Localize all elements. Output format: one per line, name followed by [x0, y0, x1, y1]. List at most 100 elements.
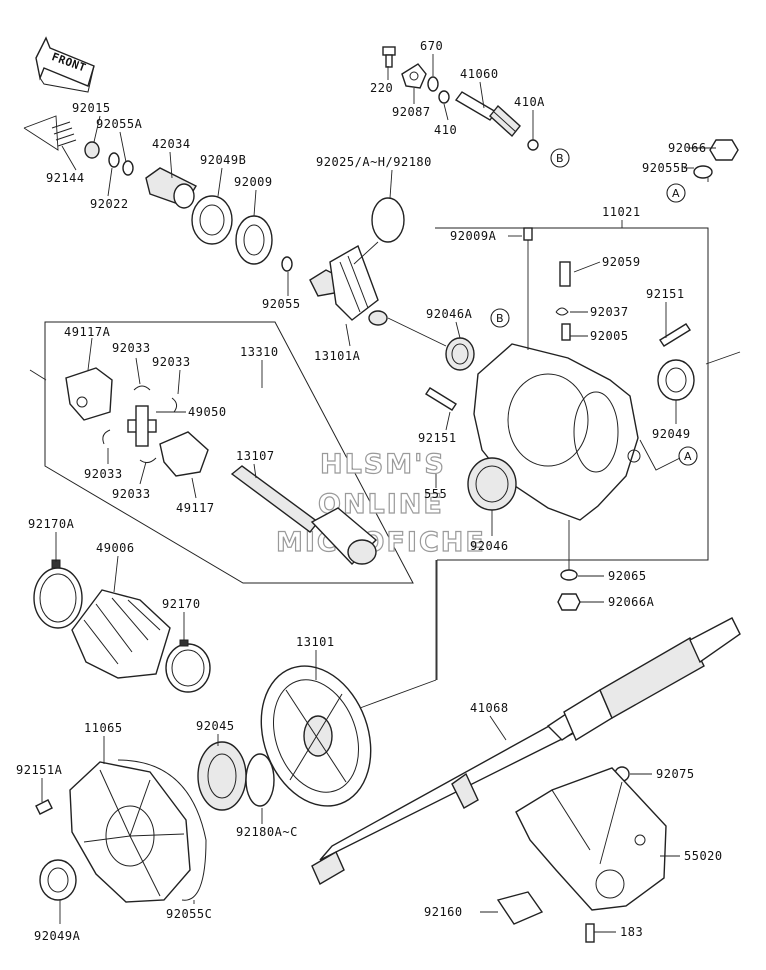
ref-a-top-text: A	[672, 187, 680, 200]
part-92055B-oring	[693, 165, 713, 179]
label-13310: 13310	[240, 345, 279, 359]
label-92037: 92037	[590, 305, 629, 319]
part-92055A-oring	[122, 160, 134, 176]
part-92009A-bolt	[523, 227, 533, 241]
part-220-bolt	[382, 46, 396, 68]
label-92055B: 92055B	[642, 161, 688, 175]
label-92170A: 92170A	[28, 517, 75, 531]
part-labels: 670 220 92087 410 41060 410A 92015 92055…	[16, 39, 722, 943]
part-92170A-clamp	[33, 559, 83, 629]
part-42034-coupling	[145, 167, 197, 209]
part-92049A-seal	[39, 859, 77, 901]
part-92037-clip	[555, 307, 569, 316]
ref-circle-b-case	[490, 308, 510, 328]
label-92066: 92066	[668, 141, 707, 155]
label-220: 220	[370, 81, 393, 95]
label-670: 670	[420, 39, 443, 53]
label-41060: 41060	[460, 67, 499, 81]
label-92033-d: 92033	[112, 487, 151, 501]
part-92045-bearing	[197, 741, 247, 811]
shaft-assembly-frame	[44, 321, 414, 584]
label-555: 555	[424, 487, 447, 501]
label-92046A: 92046A	[426, 307, 473, 321]
part-92151-stud-right	[659, 323, 691, 347]
label-92049: 92049	[652, 427, 691, 441]
part-92160-block	[496, 891, 544, 925]
part-92009-seal	[235, 215, 273, 265]
label-92075: 92075	[656, 767, 695, 781]
label-92066A: 92066A	[608, 595, 655, 609]
label-49117: 49117	[176, 501, 215, 515]
label-92055: 92055	[262, 297, 301, 311]
part-92170-clamp	[165, 639, 211, 693]
label-49117A: 49117A	[64, 325, 111, 339]
part-41068-drive-shaft	[311, 617, 741, 885]
label-92180A: 92180A~C	[236, 825, 298, 839]
label-183: 183	[620, 925, 643, 939]
part-92059-pin	[559, 261, 571, 287]
label-92055A: 92055A	[96, 117, 143, 131]
part-92087-bracket	[401, 63, 427, 89]
label-92022: 92022	[90, 197, 129, 211]
label-42034: 42034	[152, 137, 191, 151]
part-92025-shim	[371, 197, 405, 243]
part-13101A-pinion-gear	[309, 244, 388, 326]
label-92170: 92170	[162, 597, 201, 611]
leader-lines	[23, 54, 741, 933]
label-92033-a: 92033	[112, 341, 151, 355]
part-92033-clip-b	[171, 397, 178, 413]
label-92065: 92065	[608, 569, 647, 583]
part-92046A-bearing	[445, 337, 475, 371]
label-41068: 41068	[470, 701, 509, 715]
label-92009A: 92009A	[450, 229, 497, 243]
part-92055C-oring	[117, 759, 207, 901]
part-41060-shaft	[454, 91, 521, 138]
part-92005-fitting	[561, 323, 571, 341]
part-410A-washer	[527, 139, 539, 151]
part-92033-clip-a	[133, 385, 151, 391]
pump-case-frame	[435, 227, 709, 561]
label-92151-right: 92151	[646, 287, 685, 301]
label-92049A: 92049A	[34, 929, 81, 943]
label-92045: 92045	[196, 719, 235, 733]
label-13101A: 13101A	[314, 349, 361, 363]
label-49050: 49050	[188, 405, 227, 419]
part-92049-seal-right	[657, 359, 695, 401]
part-13101-ring-gear	[260, 665, 372, 807]
label-92160: 92160	[424, 905, 463, 919]
label-11021: 11021	[602, 205, 641, 219]
part-49006-boot	[71, 589, 171, 679]
label-92087: 92087	[392, 105, 431, 119]
part-49050-spider	[127, 405, 157, 447]
ref-a-case-text: A	[684, 450, 692, 463]
label-49006: 49006	[96, 541, 135, 555]
ref-circle-a-top	[666, 183, 686, 203]
part-92144-spring	[51, 121, 77, 147]
part-92066-plug	[709, 139, 739, 161]
label-92015: 92015	[72, 101, 111, 115]
ref-circle-a-case	[678, 446, 698, 466]
label-92025: 92025/A~H/92180	[316, 155, 432, 169]
label-92033-b: 92033	[152, 355, 191, 369]
label-92151-left: 92151	[418, 431, 457, 445]
watermark-line-1: HLSM'S	[320, 449, 446, 480]
part-92151A-bolt	[35, 799, 53, 815]
watermark-line-3: MICROFICHE	[276, 527, 486, 558]
label-410A: 410A	[514, 95, 545, 109]
part-92015-nut	[84, 141, 100, 159]
part-92065-washer	[560, 569, 578, 581]
part-55020-cover	[515, 767, 667, 911]
label-13107: 13107	[236, 449, 275, 463]
part-49117-yoke	[159, 431, 209, 477]
part-92151-stud-left	[425, 387, 457, 411]
label-92059: 92059	[602, 255, 641, 269]
part-92055-oring	[281, 256, 293, 272]
label-92046: 92046	[470, 539, 509, 553]
part-92180A-shim	[245, 753, 275, 807]
front-arrow-icon: FRONT	[35, 36, 95, 93]
part-11065-cover	[69, 761, 191, 903]
label-92049B: 92049B	[200, 153, 246, 167]
part-92046-bearing	[467, 457, 517, 511]
label-13101: 13101	[296, 635, 335, 649]
